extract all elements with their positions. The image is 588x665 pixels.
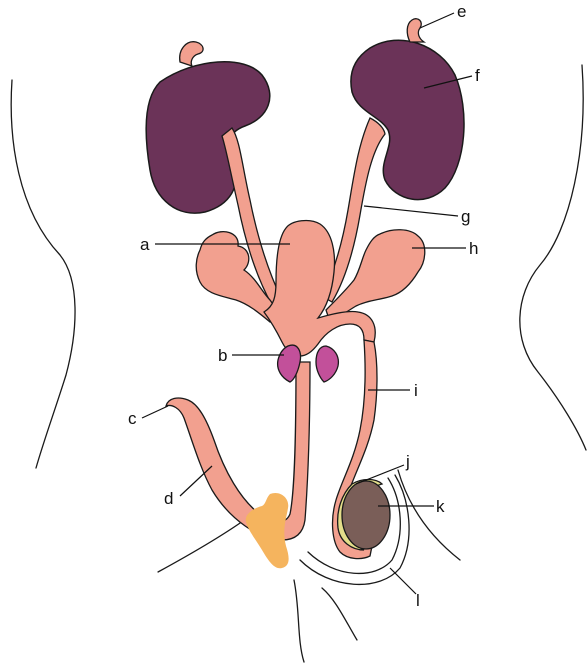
thigh-left-contour (158, 516, 250, 572)
left-adrenal-gland (180, 42, 203, 66)
leader-c (142, 406, 168, 418)
label-b: b (218, 346, 227, 365)
label-d: d (164, 489, 173, 508)
urethra (166, 362, 310, 540)
left-kidney (146, 62, 270, 213)
leader-l (390, 568, 416, 594)
label-g: g (461, 207, 470, 226)
leader-g (364, 206, 458, 216)
label-k: k (436, 497, 445, 516)
label-f: f (475, 66, 480, 85)
label-h: h (469, 239, 478, 258)
lower-gland (246, 493, 289, 568)
leader-e (420, 13, 454, 28)
body-right-contour (520, 65, 586, 450)
groin-left-contour (294, 580, 304, 662)
label-i: i (414, 381, 418, 400)
groin-mid-contour (322, 588, 357, 640)
label-e: e (457, 2, 466, 21)
label-l: l (416, 591, 420, 610)
orange-gland (246, 493, 289, 568)
label-j: j (405, 452, 410, 471)
label-c: c (128, 409, 137, 428)
kidneys (146, 40, 464, 213)
right-adrenal-gland (407, 19, 424, 42)
label-a: a (140, 235, 150, 254)
testis (342, 481, 390, 549)
body-left-contour (11, 80, 75, 468)
right-bulbourethral-gland (316, 346, 338, 382)
leader-j (356, 465, 404, 484)
